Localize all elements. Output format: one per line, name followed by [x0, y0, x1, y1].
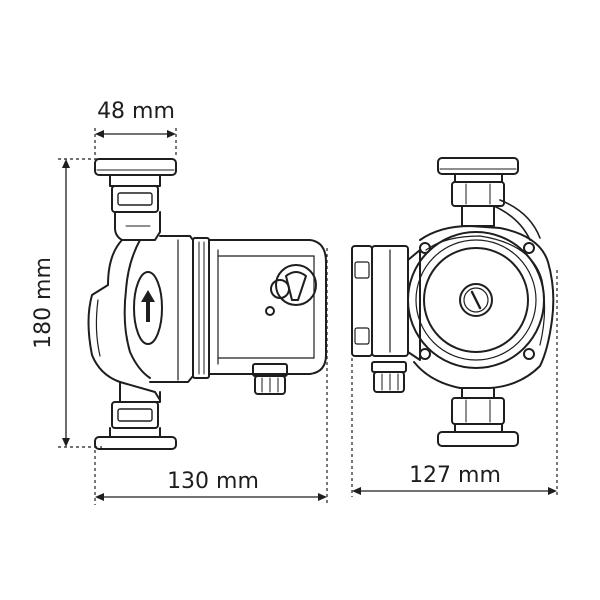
dimension-180mm: 180 mm	[31, 158, 102, 448]
dimension-130mm: 130 mm	[94, 248, 328, 505]
label-180mm: 180 mm	[31, 257, 56, 349]
dimension-127mm: 127 mm	[351, 250, 558, 497]
pump-front-view	[351, 157, 555, 447]
label-130mm: 130 mm	[167, 469, 259, 494]
dimension-48mm: 48 mm	[94, 99, 177, 158]
flow-arrow-icon	[141, 290, 155, 322]
label-127mm: 127 mm	[409, 463, 501, 488]
label-48mm: 48 mm	[97, 99, 175, 124]
pump-side-view	[87, 158, 327, 450]
